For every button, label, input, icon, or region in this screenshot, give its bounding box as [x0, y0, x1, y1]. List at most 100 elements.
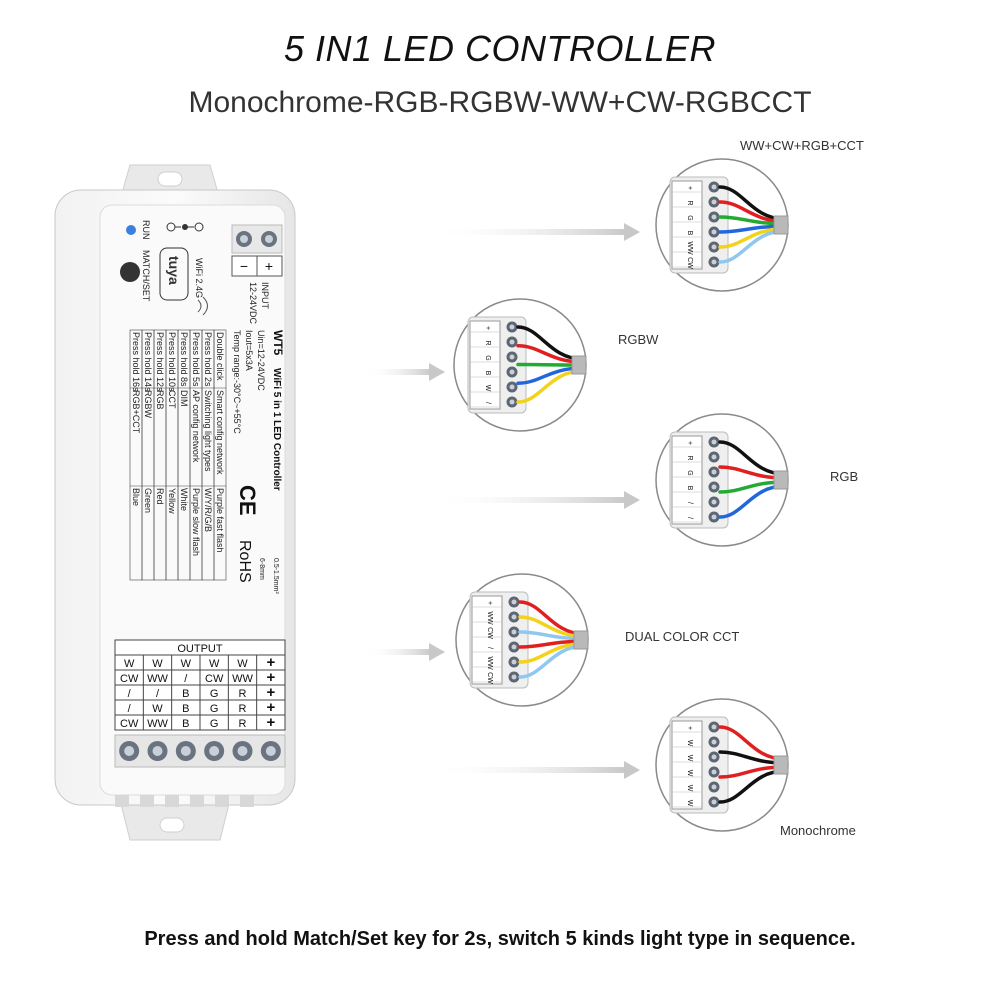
instruction-cell: Press hold 14s [143, 332, 153, 392]
pin-label: CW [486, 672, 493, 684]
output-cell: W [124, 658, 135, 670]
wire-gauge-label: 0.5-1.5mm² [272, 558, 279, 594]
pin-label: G [484, 355, 491, 360]
instruction-cell: RGB [155, 390, 165, 410]
output-cell: CW [205, 673, 224, 685]
input-plus-label: + [265, 258, 273, 274]
instruction-cell: RGB+CCT [131, 390, 141, 434]
output-cell: / [184, 673, 188, 685]
pin-label: + [484, 326, 491, 330]
output-cell: WW [232, 673, 253, 685]
input-minus-label: − [240, 258, 248, 274]
pin-label: + [686, 726, 693, 730]
output-cell: + [266, 669, 275, 686]
config-diagram: +RGB//RGB [655, 413, 858, 547]
pin-label: W [686, 785, 693, 792]
pin-label: G [686, 470, 693, 475]
run-label: RUN [141, 220, 151, 240]
pin-label: B [686, 231, 693, 236]
output-cell: W [152, 703, 163, 715]
output-cell: W [209, 658, 220, 670]
instruction-cell: Press hold 10s [167, 332, 177, 392]
arrow-head-icon [429, 643, 445, 661]
output-cell: WW [147, 718, 168, 730]
input-voltage-label: 12-24VDC [248, 282, 258, 325]
output-cell: / [128, 688, 132, 700]
output-cell: R [239, 703, 247, 715]
instruction-cell: Yellow [167, 488, 177, 514]
output-cell: CW [120, 673, 139, 685]
output-cell: G [210, 703, 219, 715]
output-cell: R [239, 688, 247, 700]
pin-label: CW [486, 627, 493, 639]
rohs-mark: RoHS [236, 540, 253, 583]
configuration-diagrams: +RGBWWCWWW+CW+RGB+CCT+RGBW/RGBW+RGB//RGB… [453, 138, 864, 838]
pin-label: W [686, 740, 693, 747]
run-led-icon [126, 225, 136, 235]
output-cell: G [210, 718, 219, 730]
spec-line-3: Temp range:-30°C~+55°C [232, 330, 242, 434]
output-cell: G [210, 688, 219, 700]
instruction-cell: Press hold 5s [191, 332, 201, 387]
instruction-cell: Press hold 2s [203, 332, 213, 387]
output-cell: CW [120, 718, 139, 730]
arrow-head-icon [624, 223, 640, 241]
arrow-shaft [365, 649, 431, 655]
pin-label: / [484, 402, 491, 404]
pin-label: / [486, 647, 493, 649]
instruction-cell: DIM [179, 390, 189, 407]
match-set-button[interactable] [120, 262, 140, 282]
instruction-cell: Switching light types [203, 390, 213, 472]
instruction-cell: Purple fast flash [215, 488, 225, 553]
config-label: RGBW [618, 332, 659, 347]
arrow-head-icon [624, 761, 640, 779]
instruction-cell: Red [155, 488, 165, 505]
page-subtitle: Monochrome-RGB-RGBW-WW+CW-RGBCCT [188, 86, 812, 119]
pin-label: CW [686, 257, 693, 269]
model-label: WT5 [271, 330, 285, 356]
device-label-panel: WT5 WiFi 5 in 1 LED Controller Uin=12-24… [129, 329, 285, 594]
pin-label: B [686, 486, 693, 491]
strip-length-label: 6-8mm [258, 558, 265, 580]
spec-line-1: Uin=12-24VDC [256, 330, 266, 391]
pin-label: + [686, 441, 693, 445]
instruction-cell: White [179, 488, 189, 511]
pin-label: G [686, 215, 693, 220]
instruction-cell: Double click [215, 332, 225, 381]
instruction-cell: Smart config network [215, 390, 225, 475]
product-name: WiFi 5 in 1 LED Controller [271, 368, 282, 491]
config-label: Monochrome [780, 823, 856, 838]
ce-mark: CE [235, 485, 260, 516]
pin-label: / [686, 502, 693, 504]
config-label: RGB [830, 469, 858, 484]
config-diagram: +RGBW/RGBW [453, 298, 659, 432]
output-header: OUTPUT [177, 643, 223, 655]
pin-label: + [486, 601, 493, 605]
instruction-cell: Purple slow flash [191, 488, 201, 556]
footer-instruction: Press and hold Match/Set key for 2s, swi… [144, 928, 856, 950]
arrow-head-icon [429, 363, 445, 381]
tuya-logo [159, 247, 189, 301]
pin-label: / [686, 517, 693, 519]
pin-label: W [686, 755, 693, 762]
output-cell: WW [147, 673, 168, 685]
wifi-icon [197, 296, 208, 316]
page-title: 5 IN1 LED CONTROLLER [283, 28, 717, 69]
connection-arrows [365, 223, 640, 779]
output-cell: W [237, 658, 248, 670]
output-cell: + [266, 684, 275, 701]
output-cell: + [266, 714, 275, 731]
instruction-cell: AP config network [191, 390, 201, 463]
instruction-cell: Press hold 12s [155, 332, 165, 392]
output-cell: + [266, 699, 275, 716]
pin-label: WW [486, 656, 493, 670]
output-cell: + [266, 654, 275, 671]
output-terminals [114, 734, 286, 768]
pin-label: R [686, 455, 693, 460]
output-cell: W [181, 658, 192, 670]
